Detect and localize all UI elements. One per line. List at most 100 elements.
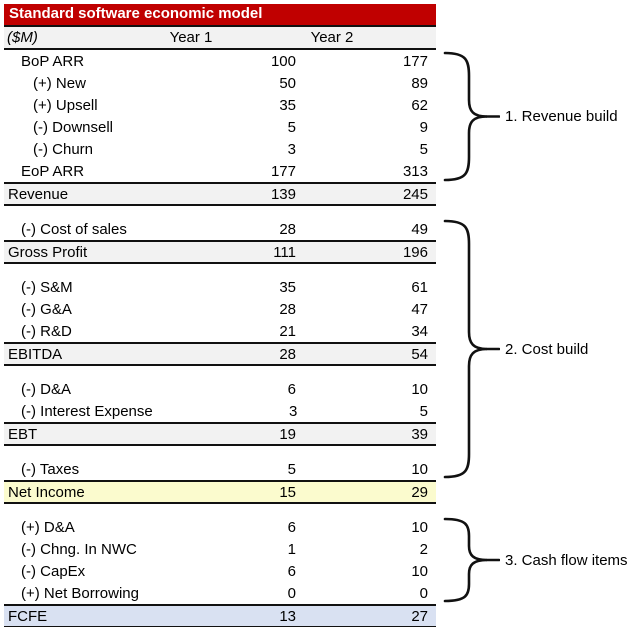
row-label: FCFE — [8, 607, 48, 625]
row-label: BoP ARR — [21, 52, 85, 70]
row-label: (-) Taxes — [21, 460, 80, 478]
year1-value: 0 — [287, 584, 296, 602]
row-label: (-) Chng. In NWC — [21, 540, 137, 558]
row-label: EoP ARR — [21, 162, 85, 180]
year1-value: 6 — [287, 518, 296, 536]
annotation-label: 1. Revenue build — [505, 108, 618, 125]
year2-value: 177 — [402, 52, 428, 70]
column-header-year2: Year 2 — [310, 29, 354, 46]
row-label: Revenue — [8, 185, 69, 203]
year2-value: 10 — [411, 460, 428, 478]
year2-value: 89 — [411, 74, 428, 92]
curly-brace-icon — [443, 517, 500, 603]
row-new: (+) New 50 89 — [4, 72, 436, 94]
row-label: (+) D&A — [21, 518, 75, 536]
year2-value: 47 — [411, 300, 428, 318]
row-ebitda: EBITDA 28 54 — [4, 342, 436, 366]
year1-value: 28 — [279, 220, 296, 238]
year2-value: 5 — [419, 140, 428, 158]
economic-model-table: Standard software economic model ($M) Ye… — [4, 4, 436, 627]
row-da: (-) D&A 6 10 — [4, 378, 436, 400]
row-ga: (-) G&A 28 47 — [4, 298, 436, 320]
row-label: (-) Cost of sales — [21, 220, 127, 238]
brace-revenue-build: 1. Revenue build — [442, 50, 618, 183]
row-capex: (-) CapEx 6 10 — [4, 560, 436, 582]
year2-value: 313 — [402, 162, 428, 180]
year1-value: 6 — [287, 562, 296, 580]
row-revenue: Revenue 139 245 — [4, 182, 436, 206]
year1-value: 28 — [279, 345, 296, 363]
year2-value: 49 — [411, 220, 428, 238]
table-header-row: ($M) Year 1 Year 2 — [4, 27, 436, 50]
year1-value: 35 — [279, 96, 296, 114]
year1-value: 5 — [287, 460, 296, 478]
year2-value: 54 — [411, 345, 428, 363]
table-title-bar: Standard software economic model — [4, 4, 436, 27]
row-interest-expense: (-) Interest Expense 3 5 — [4, 400, 436, 422]
year1-value: 177 — [270, 162, 296, 180]
annotation-label: 2. Cost build — [505, 340, 589, 358]
year1-value: 100 — [270, 52, 296, 70]
row-taxes: (-) Taxes 5 10 — [4, 458, 436, 480]
curly-brace-icon — [443, 219, 500, 479]
year1-value: 6 — [287, 380, 296, 398]
year2-value: 61 — [411, 278, 428, 296]
row-label: (-) R&D — [21, 322, 72, 340]
year2-value: 245 — [402, 185, 428, 203]
curly-brace-icon — [443, 51, 500, 182]
row-downsell: (-) Downsell 5 9 — [4, 116, 436, 138]
year2-value: 10 — [411, 518, 428, 536]
year1-value: 35 — [279, 278, 296, 296]
row-label: EBITDA — [8, 345, 63, 363]
year1-value: 50 — [279, 74, 296, 92]
row-eop-arr: EoP ARR 177 313 — [4, 160, 436, 182]
row-gross-profit: Gross Profit 111 196 — [4, 240, 436, 264]
year1-value: 19 — [279, 425, 296, 443]
row-upsell: (+) Upsell 35 62 — [4, 94, 436, 116]
row-cost-of-sales: (-) Cost of sales 28 49 — [4, 218, 436, 240]
row-net-borrowing: (+) Net Borrowing 0 0 — [4, 582, 436, 604]
row-label: (-) Churn — [33, 140, 94, 158]
row-chng-nwc: (-) Chng. In NWC 1 2 — [4, 538, 436, 560]
row-label: (+) New — [33, 74, 86, 92]
row-label: (-) CapEx — [21, 562, 86, 580]
year2-value: 10 — [411, 380, 428, 398]
unit-label: ($M) — [7, 29, 38, 46]
row-sm: (-) S&M 35 61 — [4, 276, 436, 298]
brace-cost-build: 2. Cost build — [442, 218, 588, 480]
year2-value: 29 — [411, 483, 428, 501]
row-net-income: Net Income 15 29 — [4, 480, 436, 504]
row-label: (-) Interest Expense — [21, 402, 153, 420]
year2-value: 10 — [411, 562, 428, 580]
row-ebt: EBT 19 39 — [4, 422, 436, 446]
year1-value: 3 — [287, 140, 296, 158]
year1-value: 111 — [273, 243, 296, 261]
year2-value: 34 — [411, 322, 428, 340]
year1-value: 5 — [287, 118, 296, 136]
year1-value: 139 — [270, 185, 296, 203]
year1-value: 3 — [288, 402, 298, 420]
row-spacer — [4, 264, 436, 276]
row-label: (-) S&M — [21, 278, 73, 296]
year2-value: 27 — [411, 607, 428, 625]
year1-value: 15 — [279, 483, 296, 501]
row-label: (+) Net Borrowing — [21, 584, 139, 602]
row-label: (-) G&A — [21, 300, 72, 318]
year2-value: 2 — [419, 540, 428, 558]
column-header-year1: Year 1 — [169, 29, 213, 46]
row-spacer — [4, 366, 436, 378]
row-label: Gross Profit — [8, 243, 88, 261]
row-label: (-) D&A — [21, 380, 71, 398]
year1-value: 28 — [279, 300, 296, 318]
table-title: Standard software economic model — [9, 5, 263, 22]
row-spacer — [4, 206, 436, 218]
year2-value: 5 — [419, 402, 428, 420]
row-label: Net Income — [8, 483, 85, 501]
row-bop-arr: BoP ARR 100 177 — [4, 50, 436, 72]
row-da-addback: (+) D&A 6 10 — [4, 516, 436, 538]
year2-value: 39 — [411, 425, 428, 443]
row-spacer — [4, 504, 436, 516]
row-fcfe: FCFE 13 27 — [4, 604, 436, 627]
year2-value: 196 — [402, 243, 428, 261]
row-label: (-) Downsell — [33, 118, 114, 136]
